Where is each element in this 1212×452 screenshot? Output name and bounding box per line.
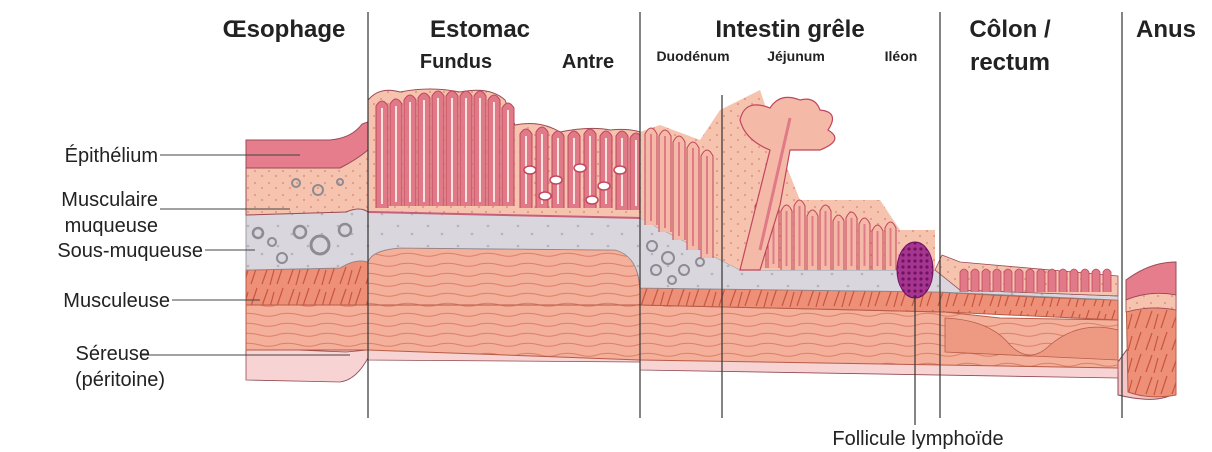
gastric-gland bbox=[574, 164, 586, 172]
label-colon-line2: rectum bbox=[970, 49, 1050, 76]
gastric-gland bbox=[598, 182, 610, 190]
label-intestin-grele: Intestin grêle bbox=[715, 16, 864, 43]
label-oesophage: Œsophage bbox=[223, 16, 346, 43]
colon-crypt bbox=[982, 269, 990, 292]
label-duodenum: Duodénum bbox=[656, 48, 729, 64]
label-follicule-lymphoide: Follicule lymphoïde bbox=[832, 428, 1003, 450]
label-musculeuse: Musculeuse bbox=[63, 290, 170, 312]
colon-mucosa bbox=[935, 255, 1118, 296]
colon-crypt bbox=[1070, 269, 1078, 292]
gastric-gland bbox=[550, 176, 562, 184]
label-anus: Anus bbox=[1136, 16, 1196, 43]
estomac-mucosa bbox=[368, 89, 642, 218]
label-colon-line1: Côlon / bbox=[969, 16, 1051, 43]
colon-crypt bbox=[1015, 269, 1023, 292]
label-antre: Antre bbox=[562, 51, 614, 73]
label-sereuse-2: (péritoine) bbox=[75, 369, 165, 391]
colon-crypt bbox=[1026, 269, 1034, 292]
colon-crypt bbox=[1059, 269, 1067, 292]
colon-crypt bbox=[1103, 269, 1111, 292]
label-estomac: Estomac bbox=[430, 16, 530, 43]
colon-crypt bbox=[960, 269, 968, 292]
gastric-gland bbox=[614, 166, 626, 174]
label-epithelium: Épithélium bbox=[65, 144, 158, 167]
colon-crypt bbox=[971, 269, 979, 292]
gastric-gland bbox=[586, 196, 598, 204]
colon-crypt bbox=[1081, 269, 1089, 292]
follicule-lymphoide bbox=[897, 242, 933, 298]
label-fundus: Fundus bbox=[420, 51, 492, 73]
colon-crypt bbox=[1037, 269, 1045, 292]
gastric-gland bbox=[524, 166, 536, 174]
anus-mucosa bbox=[1126, 262, 1176, 312]
label-musculaire-muqueuse-1: Musculaire bbox=[61, 189, 158, 211]
colon-crypt bbox=[1092, 269, 1100, 292]
colon-crypt bbox=[1048, 269, 1056, 292]
label-musculaire-muqueuse-2: muqueuse bbox=[65, 215, 158, 237]
colon-crypt bbox=[993, 269, 1001, 292]
label-jejunum: Jéjunum bbox=[767, 48, 825, 64]
label-sereuse-1: Séreuse bbox=[76, 343, 151, 365]
oesophage-mucosa bbox=[246, 122, 368, 215]
label-ileon: Iléon bbox=[885, 48, 918, 64]
colon-crypt bbox=[1004, 269, 1012, 292]
gastric-gland bbox=[539, 192, 551, 200]
label-sous-muqueuse: Sous-muqueuse bbox=[57, 240, 203, 262]
